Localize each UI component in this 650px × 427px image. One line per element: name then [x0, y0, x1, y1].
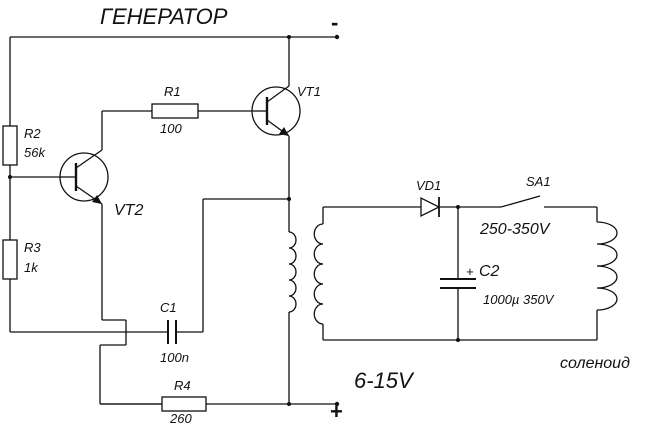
sa1-ref-label: SA1 [526, 174, 551, 189]
switch-sa1 [500, 195, 597, 208]
schematic-title: ГЕНЕРАТОР [100, 4, 228, 29]
resistor-r1 [151, 103, 199, 119]
c2-polarity-label: + [466, 264, 474, 279]
supply-voltage-label: 6-15V [354, 368, 415, 393]
resistor-r2 [2, 125, 18, 166]
c2-ref-label: C2 [479, 263, 500, 280]
c2-value-label: 1000µ 350V [483, 292, 555, 307]
vd1-ref-label: VD1 [416, 178, 441, 193]
plus-junction [287, 402, 291, 406]
r2-ref-label: R2 [24, 126, 41, 141]
resistor-r3 [2, 239, 18, 280]
r3-ref-label: R3 [24, 240, 41, 255]
r3-value-label: 1k [24, 260, 39, 275]
r1-ref-label: R1 [164, 84, 181, 99]
emitter-crossing-wires [99, 319, 127, 404]
r4-ref-label: R4 [174, 378, 191, 393]
secondary-coil [313, 223, 324, 325]
transistor-vt2 [59, 149, 109, 205]
c1-ref-label: C1 [160, 300, 177, 315]
solenoid-coil [596, 207, 618, 340]
vt1-ref-label: VT1 [297, 84, 321, 99]
vt2-ref-label: VT2 [114, 202, 143, 219]
primary-coil [288, 231, 297, 313]
secondary-wires [322, 206, 597, 341]
minus-terminal-label: - [331, 10, 338, 35]
r2-value-label: 56k [24, 145, 46, 160]
transistor-vt1 [251, 85, 301, 137]
feedback-wire [176, 198, 289, 333]
output-voltage-label: 250-350V [479, 221, 551, 238]
diode-vd1 [420, 196, 501, 218]
c1-value-label: 100n [160, 350, 189, 365]
resistor-r4 [161, 396, 207, 412]
vt1-junction [287, 35, 291, 39]
capacitor-c1 [126, 320, 177, 344]
solenoid-label: соленоид [560, 355, 630, 372]
r1-value-label: 100 [160, 121, 182, 136]
capacitor-c2 [440, 207, 476, 340]
plus-terminal-label: + [330, 399, 343, 424]
r4-value-label: 260 [169, 411, 192, 426]
minus-rail [10, 34, 340, 40]
left-wire [8, 37, 126, 333]
